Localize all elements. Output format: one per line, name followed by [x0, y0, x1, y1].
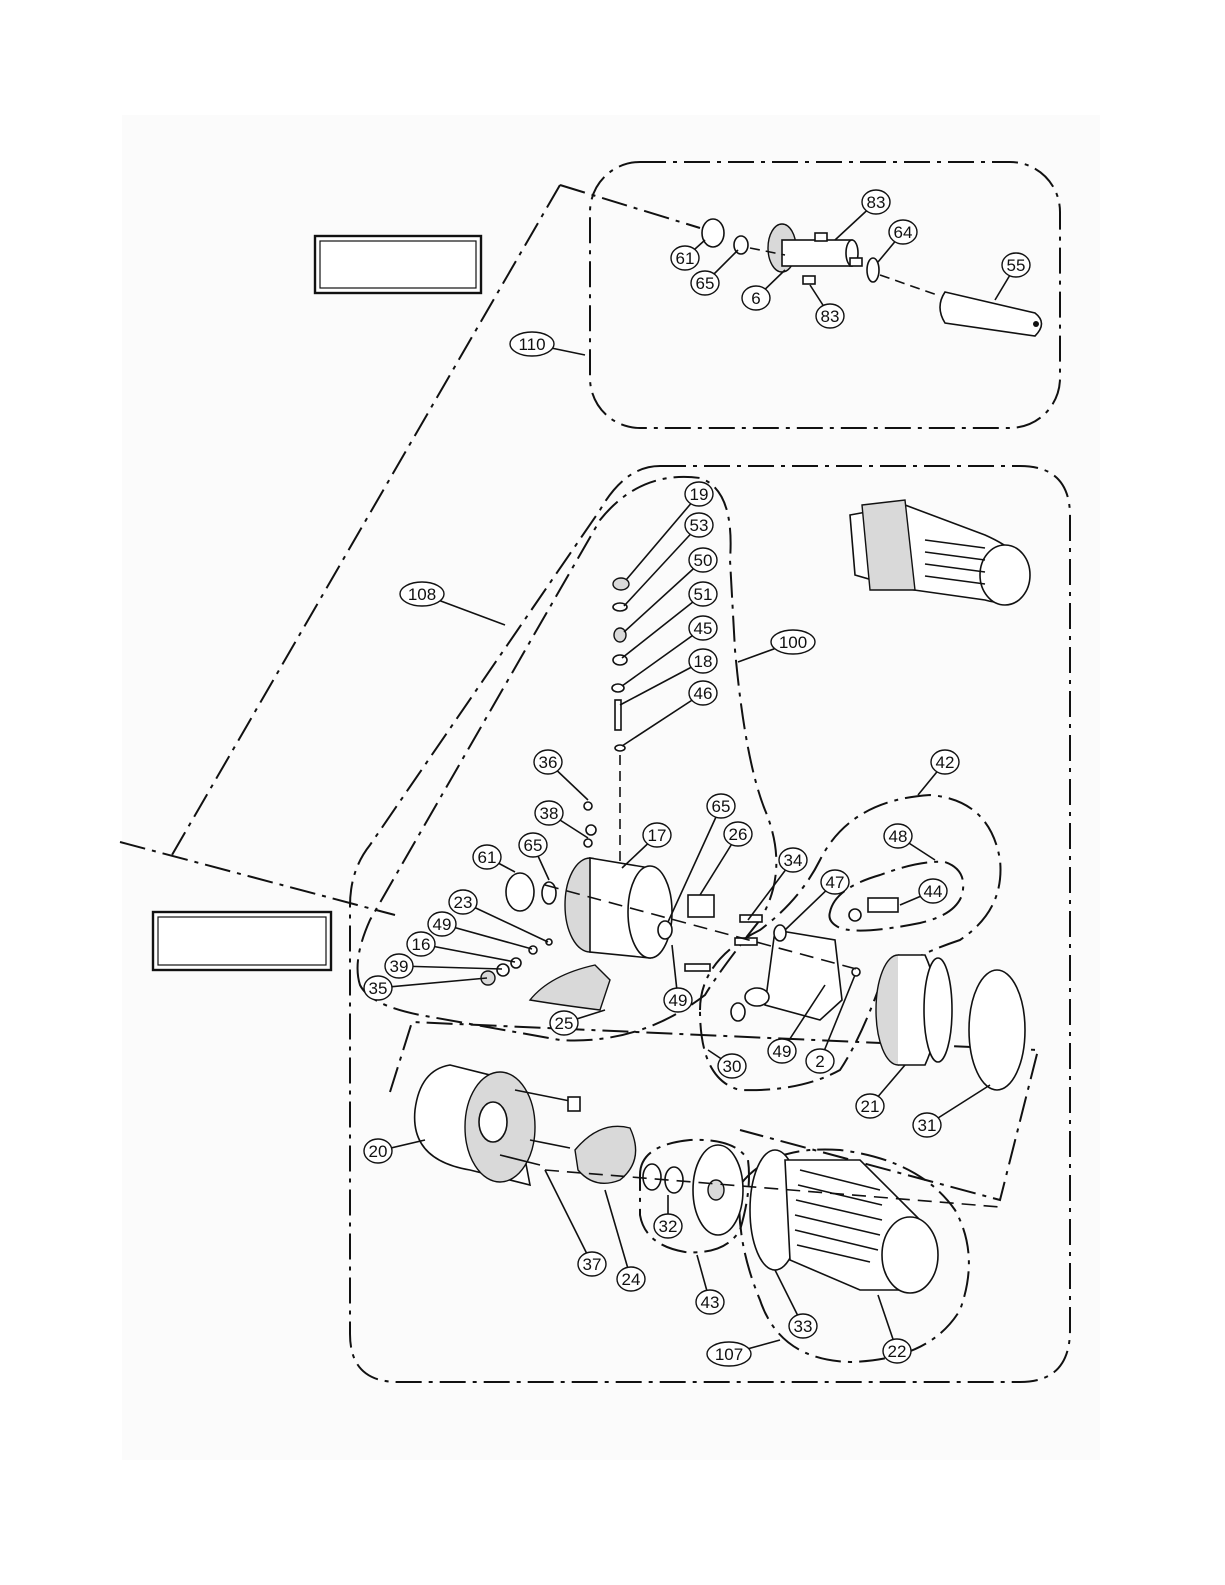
callout-number: 20 — [369, 1142, 388, 1161]
callout-number: 50 — [694, 551, 713, 570]
callout-number: 65 — [524, 836, 543, 855]
callout-number: 17 — [648, 826, 667, 845]
callout-number: 108 — [408, 585, 436, 604]
callout-number: 33 — [794, 1317, 813, 1336]
callout-number: 47 — [826, 873, 845, 892]
callout-number: 31 — [918, 1116, 937, 1135]
callout-number: 100 — [779, 633, 807, 652]
ring-64 — [867, 258, 879, 282]
callout-number: 46 — [694, 684, 713, 703]
o-ring-31 — [969, 970, 1025, 1090]
callout-number: 83 — [867, 193, 886, 212]
housing-17 — [565, 858, 672, 958]
callout-number: 16 — [412, 935, 431, 954]
callout-number: 48 — [889, 827, 908, 846]
callout-number: 65 — [712, 797, 731, 816]
callout-number: 22 — [888, 1342, 907, 1361]
callout-number: 45 — [694, 619, 713, 638]
callout-number: 32 — [659, 1217, 678, 1236]
callout-number: 25 — [555, 1014, 574, 1033]
o-ring-61-upper — [702, 219, 724, 247]
callout-number: 34 — [784, 851, 803, 870]
callout-number: 61 — [676, 249, 695, 268]
callout-number: 49 — [433, 915, 452, 934]
callout-number: 64 — [894, 223, 913, 242]
callout-number: 36 — [539, 753, 558, 772]
callout-number: 49 — [773, 1042, 792, 1061]
callout-number: 83 — [821, 307, 840, 326]
callout-number: 23 — [454, 893, 473, 912]
callout-number: 43 — [701, 1293, 720, 1312]
callout-number: 37 — [583, 1255, 602, 1274]
callout-number: 38 — [540, 804, 559, 823]
sleeve-26 — [688, 895, 714, 917]
callout-number: 61 — [478, 848, 497, 867]
callout-number: 19 — [690, 485, 709, 504]
callout-number: 21 — [861, 1097, 880, 1116]
callout-number: 51 — [694, 585, 713, 604]
o-ring-61-mid — [506, 873, 534, 911]
callout-number: 110 — [518, 335, 545, 354]
callout-number: 26 — [729, 825, 748, 844]
callout-number: 49 — [669, 991, 688, 1010]
label-box-2 — [153, 912, 331, 970]
disc-43 — [693, 1145, 743, 1235]
pin-83-lower — [803, 276, 815, 284]
callout-number: 42 — [936, 753, 955, 772]
callout-number: 18 — [694, 652, 713, 671]
callout-number: 39 — [390, 957, 409, 976]
label-box-1 — [315, 236, 481, 293]
callout-number: 55 — [1007, 256, 1026, 275]
callout-number: 30 — [723, 1057, 742, 1076]
callout-number: 53 — [690, 516, 709, 535]
callout-number: 24 — [622, 1270, 641, 1289]
callout-number: 2 — [815, 1052, 824, 1071]
callout-number: 44 — [924, 882, 943, 901]
callout-number: 107 — [715, 1345, 743, 1364]
callout-number: 65 — [696, 274, 715, 293]
ring-21 — [876, 955, 952, 1065]
o-ring-32a — [643, 1164, 661, 1190]
callout-number: 6 — [751, 289, 760, 308]
callout-number: 35 — [369, 979, 388, 998]
o-ring-65-mid — [658, 921, 672, 939]
